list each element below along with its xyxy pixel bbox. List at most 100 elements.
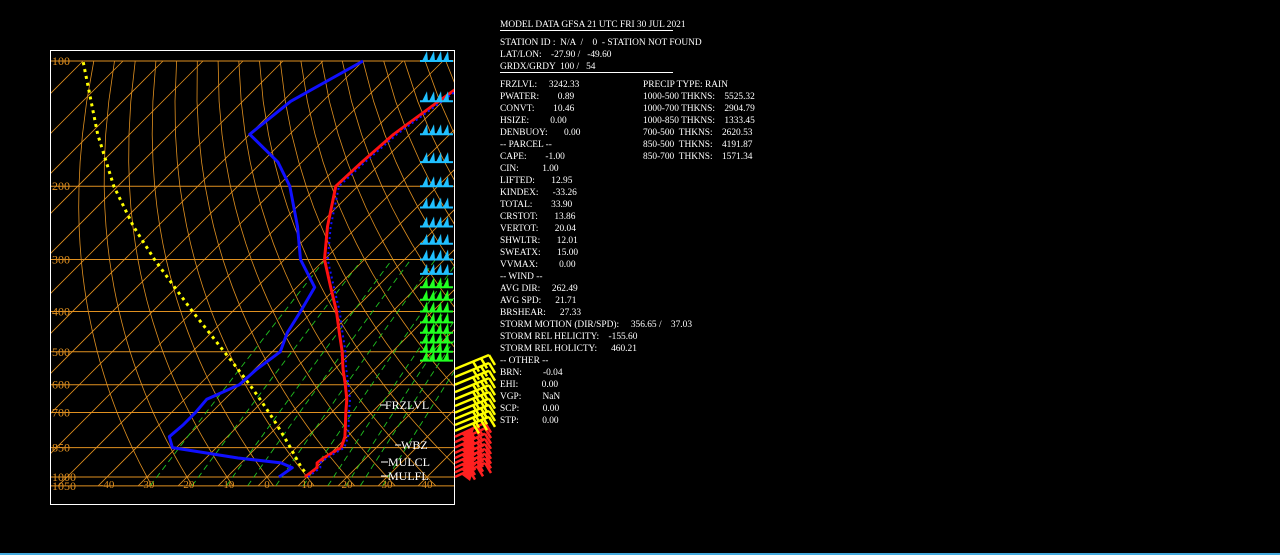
index-line: KINDEX: -33.26 <box>500 188 577 198</box>
isotherm-line <box>137 169 454 487</box>
wind-barb <box>454 369 497 388</box>
latlon-line: LAT/LON: -27.90 / -49.60 <box>500 50 612 60</box>
wind-barb <box>420 301 453 313</box>
pressure-tick-label: 500 <box>52 345 70 359</box>
wind-barb <box>420 277 453 289</box>
station-line: STATION ID : N/A / 0 - STATION NOT FOUND <box>500 38 702 48</box>
plot-background <box>50 50 454 504</box>
isotherm-line <box>0 61 43 486</box>
virtual-temperature-line <box>307 91 454 478</box>
wbz-label: WBZ <box>401 438 428 452</box>
index-line: VGP: NaN <box>500 392 561 402</box>
thickness-line: 1000-500 THKNS: 5525.32 <box>643 92 755 102</box>
mixing-ratio-line <box>191 259 363 487</box>
dry-adiabat-line <box>362 60 454 267</box>
grid-line: GRDX/GRDY 100 / 54 <box>500 62 596 72</box>
index-line: -- OTHER -- <box>500 356 549 366</box>
isotherm-line <box>97 129 454 487</box>
mixing-ratio-line <box>226 259 393 487</box>
mixing-ratio-line <box>149 259 326 487</box>
pressure-tick-label: 600 <box>52 378 70 392</box>
isotherm-line <box>177 209 454 487</box>
wind-barb <box>420 350 453 362</box>
dewpoint-line <box>167 59 364 479</box>
report-divider <box>500 30 702 37</box>
isotherm-line <box>51 60 124 134</box>
isotherm-line <box>51 60 244 254</box>
index-line: LIFTED: 12.95 <box>500 176 573 186</box>
dry-adiabat-line <box>217 60 396 487</box>
wind-barb <box>420 322 453 334</box>
wind-barb <box>454 376 497 396</box>
mixing-ratio-line <box>247 259 412 487</box>
index-line: CAPE: -1.00 <box>500 152 565 162</box>
report-title: MODEL DATA GFSA 21 UTC FRI 30 JUL 2021 <box>500 20 686 30</box>
dry-adiabat-line <box>78 60 153 487</box>
wind-barb <box>420 289 453 301</box>
index-line: EHI: 0.00 <box>500 380 559 390</box>
mixing-ratio-line <box>359 339 454 487</box>
isotherm-line <box>257 289 454 487</box>
isotherm-line <box>377 409 454 487</box>
thickness-line: 850-700 THKNS: 1571.34 <box>643 152 753 162</box>
wind-barb <box>420 216 453 228</box>
mulcl-label: MULCL <box>388 455 430 469</box>
temperature-tick-label: -40 <box>100 479 115 491</box>
wind-barb <box>420 124 453 136</box>
wind-barb <box>420 152 453 164</box>
sounding-report: MODEL DATA GFSA 21 UTC FRI 30 JUL 2021 S… <box>500 19 755 439</box>
index-line: TOTAL: 33.90 <box>500 200 573 210</box>
dry-adiabat-line <box>321 60 454 348</box>
index-line: -- WIND -- <box>500 272 543 282</box>
isotherm-line <box>297 329 454 487</box>
isotherm-line <box>51 60 444 454</box>
index-line: -- PARCEL -- <box>500 140 552 150</box>
dry-adiabat-line <box>341 60 454 308</box>
wind-barb <box>420 332 453 344</box>
isotherm-line <box>51 60 364 374</box>
dry-adiabat-line <box>151 60 274 487</box>
thickness-line: 700-500 THKNS: 2620.53 <box>643 128 753 138</box>
mixing-ratio-line <box>382 371 454 487</box>
isotherm-line <box>51 60 204 214</box>
mulfl-label: MULFL <box>388 469 429 483</box>
wind-barb <box>420 91 453 103</box>
pressure-tick-label: 700 <box>52 406 70 420</box>
temperature-tick-label: -20 <box>180 479 195 491</box>
temperature-tick-label: 40 <box>422 479 434 491</box>
pressure-tick-label: 1000 <box>52 470 76 484</box>
thickness-line: PRECIP TYPE: RAIN <box>643 80 728 90</box>
wind-barb <box>420 197 453 209</box>
wind-barb <box>420 263 453 275</box>
index-line: SWEATX: 15.00 <box>500 248 579 258</box>
index-line: VVMAX: 0.00 <box>500 260 576 270</box>
isotherm-line <box>51 60 404 414</box>
pressure-tick-label: 850 <box>52 441 70 455</box>
index-line: FRZLVL: 3242.33 <box>500 80 580 90</box>
frzlvl-label: FRZLVL <box>385 398 429 412</box>
index-line: DENBUOY: 0.00 <box>500 128 581 138</box>
index-line: CONVT: 10.46 <box>500 104 575 114</box>
index-line: AVG SPD: 21.71 <box>500 296 577 306</box>
isotherm-line <box>57 89 454 487</box>
thickness-line: 850-500 THKNS: 4191.87 <box>643 140 753 150</box>
thickness-line: 1000-700 THKNS: 2904.79 <box>643 104 755 114</box>
temperature-tick-label: 20 <box>342 479 354 491</box>
index-line: CRSTOT: 13.86 <box>500 212 576 222</box>
thickness-line: 1000-850 THKNS: 1333.45 <box>643 116 755 126</box>
index-line: SHWLTR: 12.01 <box>500 236 578 246</box>
dry-adiabat-line <box>103 60 193 487</box>
wind-barb <box>420 51 453 62</box>
mixing-ratio-line <box>345 320 454 487</box>
wind-barb <box>420 176 453 188</box>
index-line: STORM MOTION (DIR/SPD): 356.65 / 37.03 <box>500 320 693 330</box>
plot-frame <box>50 50 455 505</box>
dry-adiabat-line <box>279 60 454 426</box>
temperature-tick-label: -10 <box>220 479 235 491</box>
temperature-line <box>304 88 454 479</box>
wind-barb <box>420 312 453 324</box>
wind-barb <box>420 341 453 353</box>
temperature-tick-label: 0 <box>264 479 270 491</box>
